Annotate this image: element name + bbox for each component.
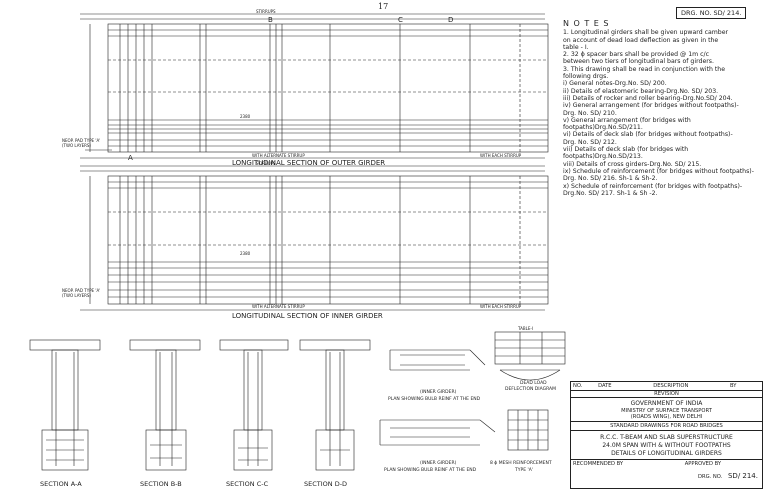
note-line: ii) Details of elastomeric bearing-Drg.N… <box>563 87 719 95</box>
stirrups-label: STIRRUPS <box>256 9 276 14</box>
section-dd-drawing <box>299 339 371 471</box>
title-block: NO. DATE DESCRIPTION BY REVISION GOVERNM… <box>570 381 763 489</box>
section-cc-label: SECTION C-C <box>226 480 269 488</box>
title-line-2: 24.0M SPAN WITH & WITHOUT FOOTPATHS <box>602 442 731 449</box>
ministry-label: MINISTRY OF SURFACE TRANSPORT <box>621 408 712 414</box>
notes-panel: N O T E S 1. Longitudinal girders shall … <box>563 19 763 197</box>
note-line: Drg. No. SD/ 210. <box>563 109 617 117</box>
neoprene-label: NEOP. PAD TYPE 'A' <box>62 138 100 143</box>
inner-girder-plan-label-2: (INNER GIRDER) <box>420 460 457 466</box>
drg-no-label: DRG. NO. <box>698 474 723 480</box>
alt-stirrup-label-inner: WITH ALTERNATE STIRRUP <box>252 304 305 309</box>
title-line-3: DETAILS OF LONGITUDINAL GIRDERS <box>611 450 722 457</box>
note-line: 1. Longitudinal girders shall be given u… <box>563 29 729 37</box>
recommended-label: RECOMMENDED BY <box>573 461 624 467</box>
note-line: iv) General arrangement (for bridges wit… <box>563 102 739 110</box>
divider <box>571 390 762 391</box>
gov-label: GOVERNMENT OF INDIA <box>630 400 703 407</box>
note-line: vi) Details of deck slab (for bridges wi… <box>563 131 733 139</box>
note-line: v) General arrangement (for bridges with… <box>563 116 691 132</box>
dim-text: 2380 <box>240 114 251 119</box>
rev-date: DATE <box>598 383 612 389</box>
note-line: between two tiers of longitudinal bars o… <box>563 58 714 66</box>
section-marker-d: D <box>448 16 453 24</box>
section-marker-b: B <box>268 16 273 24</box>
note-line: Drg.No. SD/ 217. Sh-1 & Sh -2. <box>563 189 658 197</box>
deflection-diagram <box>499 369 561 381</box>
stirrups-label-inner: STIRRUPS <box>256 161 276 166</box>
note-line: 2. 32 ɸ spacer bars shall be provided @ … <box>563 51 710 59</box>
each-stirrup-label: WITH EACH STIRRUP <box>480 153 522 158</box>
note-line: Drg. No. SD/ 216. Sh-1 & Sh-2. <box>563 175 658 183</box>
table-label: TABLE-I <box>517 326 533 331</box>
alt-stirrup-label: WITH ALTERNATE STIRRUP <box>252 153 305 158</box>
two-layers-label: (TWO LAYERS) <box>62 143 91 148</box>
two-layers-label-inner: (TWO LAYERS) <box>62 293 91 298</box>
divider <box>571 397 762 398</box>
inner-girder-title: LONGITUDINAL SECTION OF INNER GIRDER <box>232 312 383 320</box>
table-1 <box>494 331 566 365</box>
approved-label: APPROVED BY <box>684 461 722 467</box>
section-aa-label: SECTION A-A <box>40 480 82 488</box>
dim-text: 2380 <box>240 251 251 256</box>
outer-girder-elevation <box>80 13 549 159</box>
mesh-type-label: TYPE 'A' <box>514 467 533 473</box>
mesh-label: 8 ɸ MESH REINFORCEMENT <box>490 460 552 466</box>
drg-no-value: SD/ 214. <box>727 472 758 480</box>
note-line: on account of dead load deflection as gi… <box>563 36 719 44</box>
plan-bulb-bottom <box>379 419 496 446</box>
each-stirrup-label-inner: WITH EACH STIRRUP <box>480 304 522 309</box>
divider <box>571 430 762 431</box>
note-line: i) General notes-Drg.No. SD/ 200. <box>563 80 667 88</box>
section-dd-label: SECTION D-D <box>304 480 347 488</box>
inner-girder-plan-label: (INNER GIRDER) <box>420 389 457 395</box>
plan-bulb-label-2: PLAN SHOWING BULB REINF AT THE END <box>384 467 477 473</box>
note-line: following drgs. <box>563 73 609 81</box>
section-bb-drawing <box>129 339 201 471</box>
page-number: 17 <box>378 2 389 11</box>
drawing-number-box: DRG. NO. SD/ 214. <box>676 7 747 19</box>
plan-bulb-label: PLAN SHOWING BULB REINF AT THE END <box>388 396 481 402</box>
rev-by: BY <box>730 383 737 389</box>
note-line: Drg. No. SD/ 212. <box>563 138 617 146</box>
note-line: iii) Details of rocker and roller bearin… <box>563 94 733 102</box>
rev-desc: DESCRIPTION <box>653 383 689 389</box>
title-line-1: R.C.C. T-BEAM AND SLAB SUPERSTRUCTURE <box>600 434 733 441</box>
divider <box>571 459 762 460</box>
mesh-reinforcement <box>507 409 549 451</box>
note-line: table - I. <box>563 43 589 51</box>
section-bb-label: SECTION B-B <box>140 480 182 488</box>
deflection-label: DEFLECTION DIAGRAM <box>505 386 556 392</box>
inner-girder-elevation <box>80 165 549 311</box>
note-line: viii) Details of cross girders-Drg.No. S… <box>563 160 702 168</box>
plan-bulb-top <box>389 349 486 371</box>
section-marker-a: A <box>128 154 133 162</box>
note-line: vii) Details of deck slab (for bridges w… <box>563 146 689 161</box>
dead-load-label: DEAD LOAD <box>520 380 547 386</box>
note-line: x) Schedule of reinforcement (for bridge… <box>563 182 743 190</box>
revision-label: REVISION <box>654 391 679 397</box>
notes-heading: N O T E S <box>563 19 610 28</box>
note-line: ix) Schedule of reinforcement (for bridg… <box>563 167 754 175</box>
note-line: 3. This drawing shall be read in conjunc… <box>563 65 726 73</box>
section-cc-drawing <box>219 339 289 471</box>
outer-girder-title: LONGITUDINAL SECTION OF OUTER GIRDER <box>232 159 385 167</box>
section-marker-c: C <box>398 16 403 24</box>
neoprene-label-inner: NEOP. PAD TYPE 'A' <box>62 288 100 293</box>
rev-no: NO. <box>573 383 583 389</box>
wing-label: (ROADS WING), NEW DELHI <box>630 414 703 420</box>
divider <box>571 421 762 422</box>
std-label: STANDARD DRAWINGS FOR ROAD BRIDGES <box>610 423 723 429</box>
section-aa-drawing <box>29 339 101 471</box>
